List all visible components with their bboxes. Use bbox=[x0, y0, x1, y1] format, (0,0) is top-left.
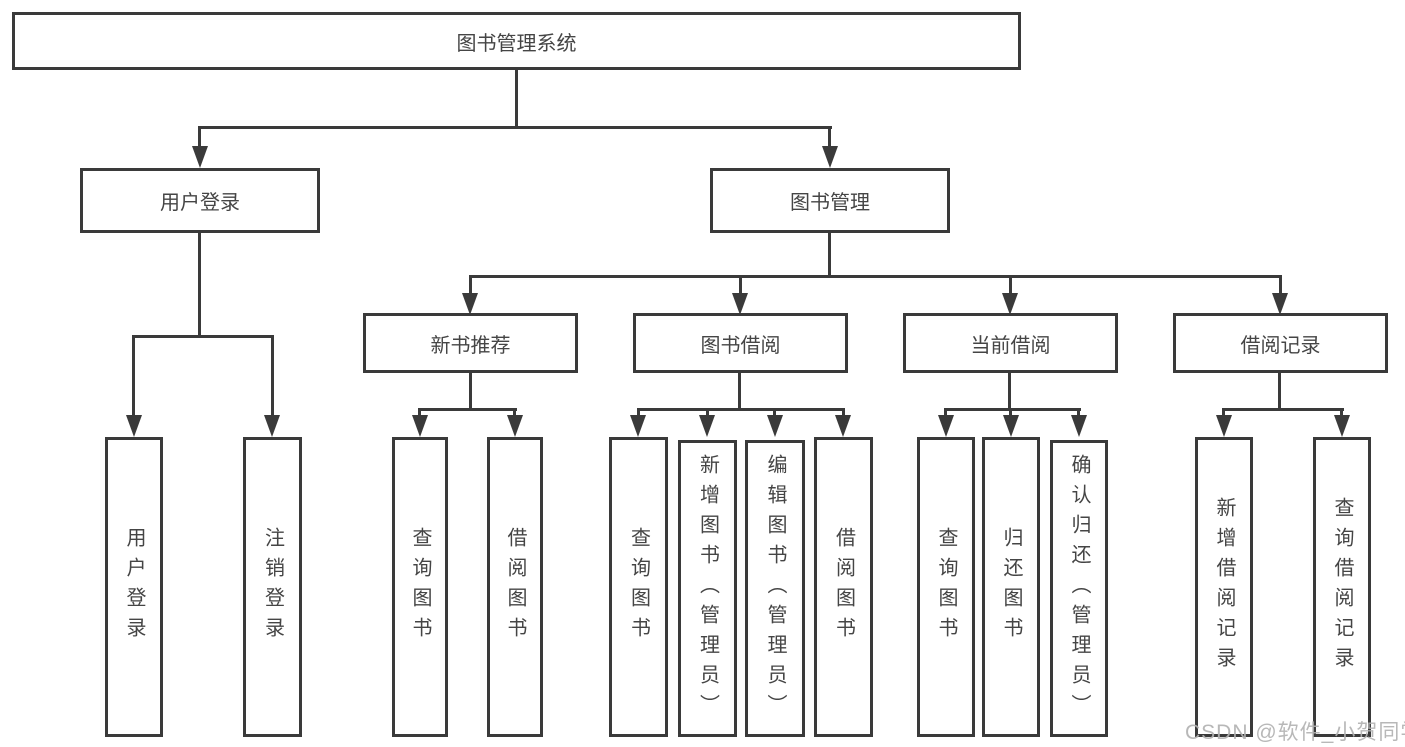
arrow-down-icon bbox=[767, 415, 783, 437]
leaf-logout: 注销登录 bbox=[243, 437, 302, 737]
leaf-bb-query-book: 查询图书 bbox=[609, 437, 668, 737]
arrow-down-icon bbox=[1272, 293, 1288, 315]
node-user-login-label: 用户登录 bbox=[160, 192, 240, 214]
arrow-down-icon bbox=[1002, 293, 1018, 315]
leaf-cb-confirm-return-label: 确认归还（管理员） bbox=[1068, 453, 1090, 724]
connector-line bbox=[828, 233, 831, 277]
arrow-down-icon bbox=[732, 293, 748, 315]
connector-line bbox=[1077, 411, 1080, 417]
connector-line bbox=[773, 411, 776, 417]
node-root: 图书管理系统 bbox=[12, 12, 1021, 70]
leaf-nb-query-book-label: 查询图书 bbox=[409, 527, 431, 647]
leaf-cb-return-book-label: 归还图书 bbox=[1000, 527, 1022, 647]
connector-line bbox=[1222, 408, 1344, 411]
connector-line bbox=[1279, 278, 1282, 294]
watermark: CSDN @软件_小贺同学 bbox=[1185, 721, 1405, 744]
leaf-bb-edit-book-label: 编辑图书（管理员） bbox=[764, 453, 786, 724]
node-current-borrow: 当前借阅 bbox=[903, 313, 1118, 373]
connector-line bbox=[271, 338, 274, 416]
connector-line bbox=[738, 373, 741, 410]
leaf-nb-borrow-book: 借阅图书 bbox=[487, 437, 543, 737]
connector-line bbox=[739, 278, 742, 294]
arrow-down-icon bbox=[1216, 415, 1232, 437]
arrow-down-icon bbox=[835, 415, 851, 437]
connector-line bbox=[1009, 278, 1012, 294]
connector-line bbox=[1340, 411, 1343, 417]
arrow-down-icon bbox=[126, 415, 142, 437]
arrow-down-icon bbox=[822, 146, 838, 168]
leaf-cb-return-book: 归还图书 bbox=[982, 437, 1040, 737]
connector-line bbox=[198, 129, 201, 147]
connector-line bbox=[637, 408, 845, 411]
arrow-down-icon bbox=[1071, 415, 1087, 437]
connector-line bbox=[469, 275, 1282, 278]
node-new-book-rec-label: 新书推荐 bbox=[430, 334, 511, 357]
leaf-br-query-record-label: 查询借阅记录 bbox=[1331, 497, 1353, 677]
connector-line bbox=[637, 411, 640, 417]
arrow-down-icon bbox=[1334, 415, 1350, 437]
connector-line bbox=[515, 70, 518, 128]
connector-line bbox=[1008, 373, 1011, 410]
arrow-down-icon bbox=[264, 415, 280, 437]
node-book-borrow-label: 图书借阅 bbox=[700, 334, 781, 357]
arrow-down-icon bbox=[412, 415, 428, 437]
connector-line bbox=[418, 408, 517, 411]
leaf-cb-query-book-label: 查询图书 bbox=[935, 527, 957, 647]
leaf-logout-label: 注销登录 bbox=[261, 527, 284, 647]
connector-line bbox=[469, 278, 472, 294]
connector-line bbox=[513, 411, 516, 417]
connector-line bbox=[132, 338, 135, 416]
arrow-down-icon bbox=[938, 415, 954, 437]
connector-line bbox=[418, 411, 421, 417]
connector-line bbox=[198, 126, 832, 129]
node-current-borrow-label: 当前借阅 bbox=[970, 334, 1051, 357]
connector-line bbox=[842, 411, 845, 417]
node-user-login: 用户登录 bbox=[80, 168, 320, 233]
connector-line bbox=[706, 411, 709, 417]
leaf-br-add-record: 新增借阅记录 bbox=[1195, 437, 1253, 737]
connector-line bbox=[132, 335, 274, 338]
arrow-down-icon bbox=[630, 415, 646, 437]
connector-line bbox=[469, 373, 472, 410]
leaf-bb-borrow-book-label: 借阅图书 bbox=[832, 527, 855, 647]
leaf-bb-query-book-label: 查询图书 bbox=[627, 527, 650, 647]
leaf-nb-query-book: 查询图书 bbox=[392, 437, 448, 737]
leaf-bb-edit-book: 编辑图书（管理员） bbox=[745, 440, 805, 737]
leaf-bb-add-book-label: 新增图书（管理员） bbox=[696, 453, 719, 724]
leaf-bb-add-book: 新增图书（管理员） bbox=[678, 440, 737, 737]
node-new-book-rec: 新书推荐 bbox=[363, 313, 578, 373]
node-book-mgmt: 图书管理 bbox=[710, 168, 950, 233]
leaf-user-login: 用户登录 bbox=[105, 437, 163, 737]
leaf-bb-borrow-book: 借阅图书 bbox=[814, 437, 873, 737]
connector-line bbox=[828, 129, 831, 147]
node-borrow-records: 借阅记录 bbox=[1173, 313, 1388, 373]
arrow-down-icon bbox=[699, 415, 715, 437]
node-borrow-records-label: 借阅记录 bbox=[1240, 334, 1321, 357]
arrow-down-icon bbox=[1003, 415, 1019, 437]
leaf-user-login-label: 用户登录 bbox=[123, 527, 145, 647]
connector-line bbox=[1278, 373, 1281, 410]
node-book-borrow: 图书借阅 bbox=[633, 313, 848, 373]
connector-line bbox=[944, 408, 1081, 411]
arrow-down-icon bbox=[462, 293, 478, 315]
leaf-br-query-record: 查询借阅记录 bbox=[1313, 437, 1371, 737]
node-root-label: 图书管理系统 bbox=[456, 32, 577, 55]
arrow-down-icon bbox=[507, 415, 523, 437]
connector-line bbox=[198, 233, 201, 337]
arrow-down-icon bbox=[192, 146, 208, 168]
node-book-mgmt-label: 图书管理 bbox=[790, 192, 870, 214]
connector-line bbox=[944, 411, 947, 417]
connector-line bbox=[1222, 411, 1225, 417]
connector-line bbox=[1009, 411, 1012, 417]
leaf-cb-query-book: 查询图书 bbox=[917, 437, 975, 737]
leaf-br-add-record-label: 新增借阅记录 bbox=[1213, 497, 1235, 677]
leaf-nb-borrow-book-label: 借阅图书 bbox=[504, 527, 526, 647]
leaf-cb-confirm-return: 确认归还（管理员） bbox=[1050, 440, 1108, 737]
